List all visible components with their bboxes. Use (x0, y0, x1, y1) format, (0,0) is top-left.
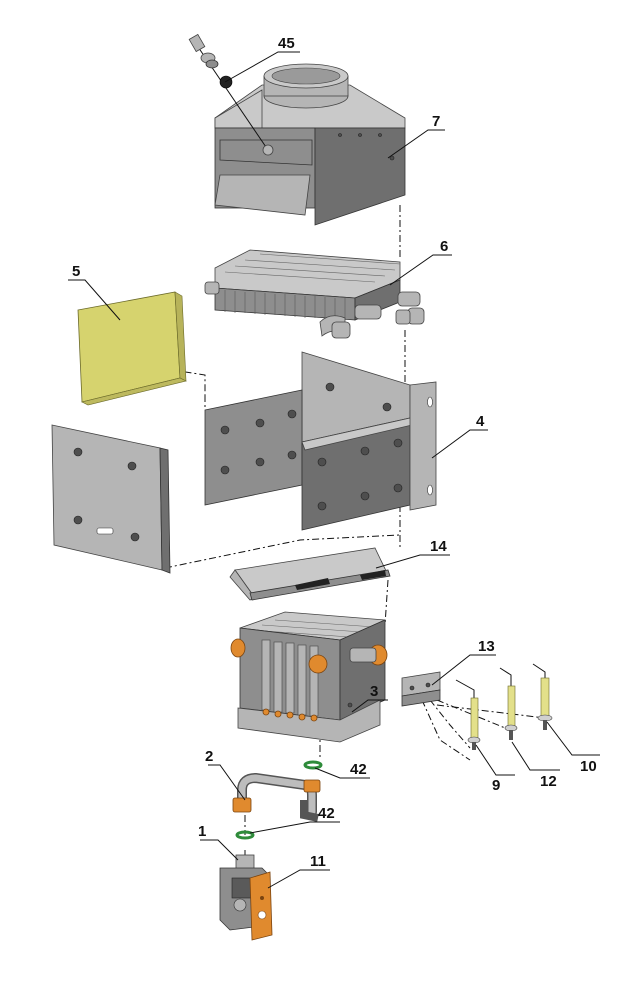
callout-42-upper: 42 (350, 761, 367, 778)
combustion-chamber-part-4 (204, 351, 437, 531)
callout-45: 45 (278, 35, 295, 52)
callout-5: 5 (72, 263, 80, 280)
callout-42-lower: 42 (318, 805, 335, 822)
electrode-part-9 (455, 679, 481, 750)
callout-13: 13 (478, 638, 495, 655)
gasket-part-42-upper (303, 760, 323, 770)
callout-1: 1 (198, 823, 206, 840)
insulation-panel-part-5 (77, 291, 187, 406)
draft-sensor-part-45 (188, 33, 274, 156)
gas-pipe-part-2 (232, 772, 321, 822)
callout-10: 10 (580, 758, 597, 775)
callout-labels: 45 7 6 5 4 14 13 3 2 42 42 1 11 9 12 10 (72, 35, 597, 870)
callout-14: 14 (430, 538, 447, 555)
bracket-part-13 (401, 671, 441, 707)
side-panel (51, 424, 171, 574)
callout-9: 9 (492, 777, 500, 794)
callout-7: 7 (432, 113, 440, 130)
burner-part-3 (230, 611, 388, 743)
heat-exchanger-part-6 (204, 249, 425, 339)
valve-cover-part-11 (249, 871, 273, 941)
leader-lines (68, 51, 600, 889)
callout-11: 11 (310, 853, 326, 870)
electrode-part-12 (499, 667, 518, 740)
gasket-part-42-lower (235, 830, 255, 840)
callout-3: 3 (370, 683, 378, 700)
callout-4: 4 (476, 413, 485, 430)
callout-12: 12 (540, 773, 557, 790)
callout-6: 6 (440, 238, 448, 255)
callout-2: 2 (205, 748, 213, 765)
electrode-part-10 (532, 663, 553, 730)
tray-part-14 (229, 547, 391, 601)
draft-hood-part-7 (214, 63, 406, 226)
